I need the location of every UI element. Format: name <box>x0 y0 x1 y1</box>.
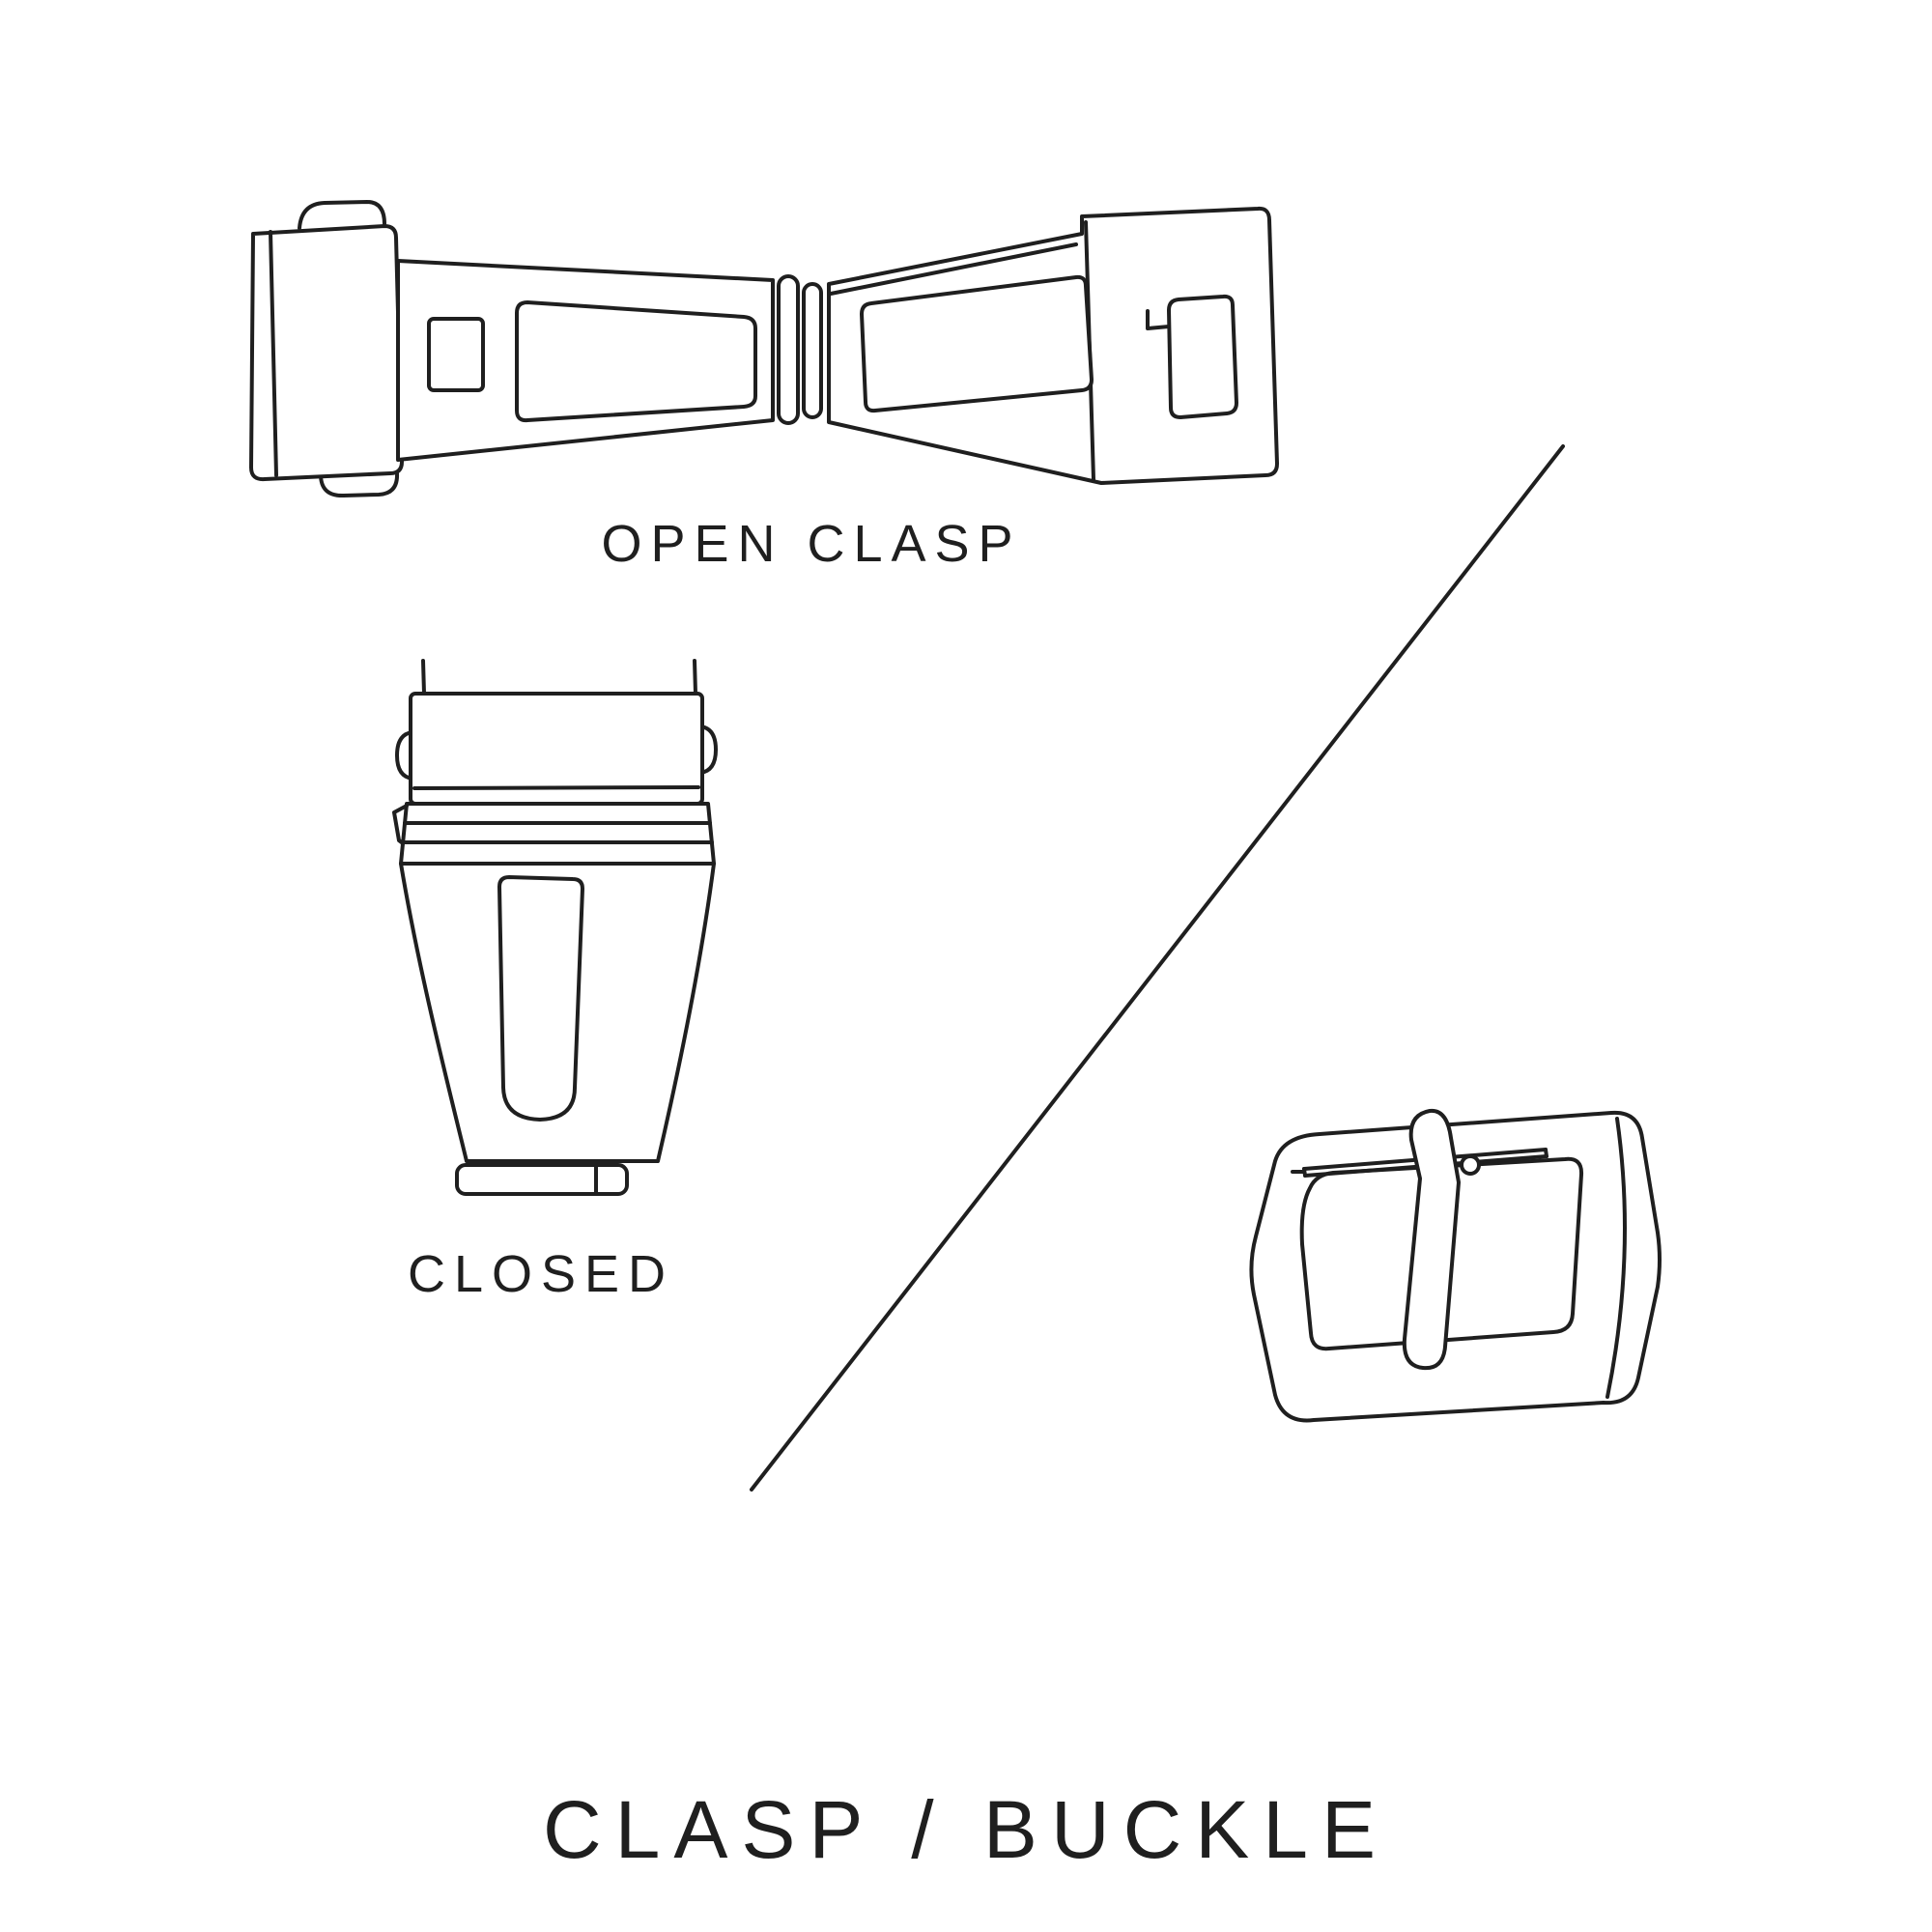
closed-clasp-body <box>392 659 718 1196</box>
open-clasp-hinge <box>777 274 823 425</box>
closed-clasp-illustration <box>391 657 724 1198</box>
open-clasp-right-arm <box>827 206 1279 485</box>
open-clasp-label: OPEN CLASP <box>601 515 1022 573</box>
buckle-tang <box>1402 1108 1481 1371</box>
open-clasp-end-link <box>249 200 404 498</box>
closed-clasp-label: CLOSED <box>407 1245 675 1303</box>
open-clasp-left-arm <box>396 259 775 462</box>
buckle-illustration <box>1246 1090 1662 1437</box>
page-title: CLASP / BUCKLE <box>542 1784 1390 1875</box>
open-clasp-illustration <box>232 184 1294 502</box>
